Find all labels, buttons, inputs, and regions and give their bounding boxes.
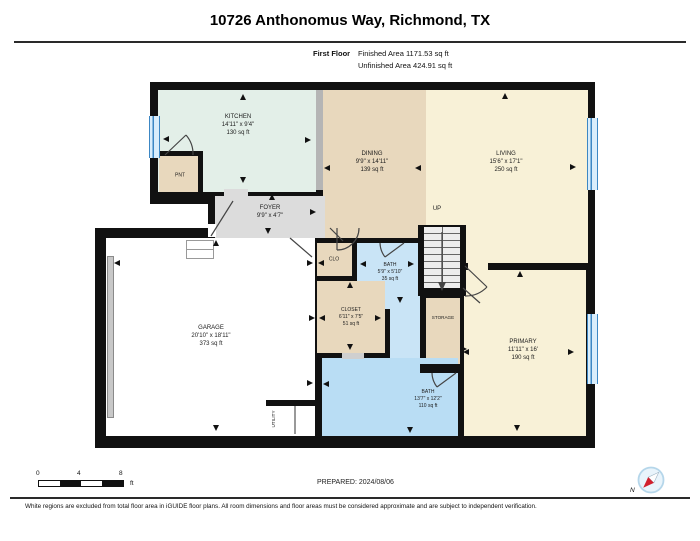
hall-to-primary bbox=[462, 238, 588, 263]
camera-arrow-icon bbox=[568, 349, 574, 355]
camera-arrow-icon bbox=[347, 344, 353, 350]
room-living bbox=[426, 90, 588, 238]
camera-arrow-icon bbox=[163, 136, 169, 142]
camera-arrow-icon bbox=[397, 297, 403, 303]
kitchen-foyer-opening bbox=[224, 189, 248, 199]
primary-window bbox=[587, 314, 598, 384]
camera-arrow-icon bbox=[514, 425, 520, 431]
scale-bar: 0 4 8 ft bbox=[36, 470, 134, 487]
entry-step bbox=[186, 249, 214, 259]
scale-tick-0: 0 bbox=[36, 470, 40, 477]
camera-arrow-icon bbox=[375, 315, 381, 321]
camera-arrow-icon bbox=[307, 380, 313, 386]
camera-arrow-icon bbox=[407, 427, 413, 433]
closet-bath-threshold bbox=[342, 353, 364, 359]
stair-center-line bbox=[442, 227, 443, 288]
camera-arrow-icon bbox=[240, 177, 246, 183]
compass-north-label: N bbox=[630, 487, 635, 494]
camera-arrow-icon bbox=[213, 425, 219, 431]
scale-tick-4: 4 bbox=[77, 470, 81, 477]
scale-tick-8: 8 bbox=[119, 470, 123, 477]
camera-arrow-icon bbox=[309, 315, 315, 321]
camera-arrow-icon bbox=[323, 381, 329, 387]
camera-arrow-icon bbox=[408, 261, 414, 267]
entry-opening bbox=[208, 224, 216, 237]
scale-unit: ft bbox=[130, 480, 134, 487]
camera-arrow-icon bbox=[324, 165, 330, 171]
room-label-clo: CLO bbox=[328, 256, 340, 263]
compass-icon bbox=[634, 465, 668, 499]
room-pantry bbox=[159, 151, 203, 192]
utility-door-line bbox=[294, 406, 296, 434]
living-window bbox=[587, 118, 598, 190]
stairs-up-label: UP bbox=[432, 205, 442, 212]
camera-arrow-icon bbox=[269, 194, 275, 200]
camera-arrow-icon bbox=[114, 260, 120, 266]
camera-arrow-icon bbox=[265, 228, 271, 234]
footer-divider bbox=[10, 497, 690, 499]
kitchen-counter bbox=[316, 90, 323, 190]
camera-arrow-icon bbox=[463, 349, 469, 355]
camera-arrow-icon bbox=[415, 165, 421, 171]
camera-arrow-icon bbox=[502, 93, 508, 99]
garage-door-opening bbox=[292, 230, 314, 240]
camera-arrow-icon bbox=[319, 315, 325, 321]
camera-arrow-icon bbox=[307, 260, 313, 266]
camera-arrow-icon bbox=[310, 209, 316, 215]
camera-arrow-icon bbox=[240, 94, 246, 100]
page-title: 10726 Anthonomus Way, Richmond, TX bbox=[209, 12, 491, 29]
room-label-pantry: PNT bbox=[175, 172, 185, 179]
room-closet bbox=[317, 281, 385, 353]
unfinished-area-text: Unfinished Area 424.91 sq ft bbox=[358, 61, 453, 70]
storage-bottom-wall bbox=[420, 364, 460, 373]
room-label-utility: UTILITY bbox=[270, 410, 276, 428]
room-storage bbox=[426, 298, 460, 368]
finished-area-text: Finished Area 1171.53 sq ft bbox=[358, 49, 449, 58]
header-divider bbox=[14, 41, 686, 43]
camera-arrow-icon bbox=[347, 282, 353, 288]
camera-arrow-icon bbox=[318, 260, 324, 266]
prepared-date: PREPARED: 2024/08/06 bbox=[317, 479, 394, 486]
floor-label: First Floor bbox=[313, 49, 351, 58]
camera-arrow-icon bbox=[360, 261, 366, 267]
scale-bar-segments bbox=[38, 480, 124, 487]
camera-arrow-icon bbox=[570, 164, 576, 170]
kitchen-window bbox=[149, 116, 160, 158]
camera-arrow-icon bbox=[517, 271, 523, 277]
disclaimer-text: White regions are excluded from total fl… bbox=[25, 503, 537, 510]
garage-door-panel bbox=[107, 256, 114, 418]
camera-arrow-icon bbox=[213, 240, 219, 246]
staircase bbox=[418, 225, 466, 296]
room-dining bbox=[323, 90, 426, 238]
room-primary bbox=[464, 270, 586, 436]
utility-wall-stub bbox=[266, 400, 316, 406]
room-label-storage: STORAGE bbox=[431, 314, 455, 320]
camera-arrow-icon bbox=[305, 137, 311, 143]
